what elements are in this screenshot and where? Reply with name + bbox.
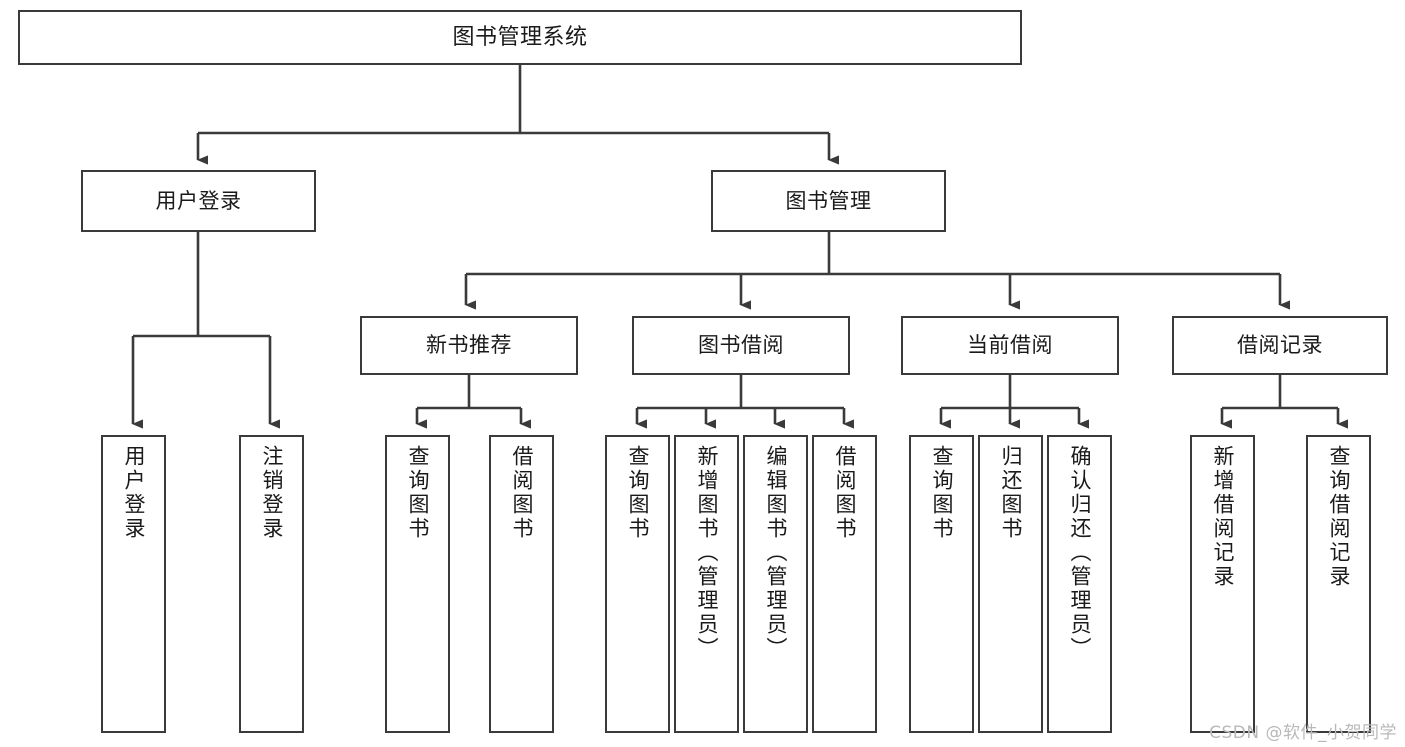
leaf-logout-login[interactable]: 注销登录 bbox=[239, 435, 304, 733]
node-label: 新增图书（管理员） bbox=[695, 445, 719, 661]
node-label: 查询图书 bbox=[626, 445, 650, 541]
node-label: 归还图书 bbox=[999, 445, 1023, 541]
node-label: 借阅图书 bbox=[510, 445, 534, 541]
node-label: 确认归还（管理员） bbox=[1068, 445, 1092, 661]
node-borrow-record[interactable]: 借阅记录 bbox=[1172, 316, 1388, 375]
node-root-system[interactable]: 图书管理系统 bbox=[18, 10, 1022, 65]
node-label: 新增借阅记录 bbox=[1211, 445, 1235, 589]
leaf-add-book[interactable]: 新增图书（管理员） bbox=[674, 435, 739, 733]
node-label: 借阅图书 bbox=[833, 445, 857, 541]
node-label: 查询图书 bbox=[406, 445, 430, 541]
leaf-borrow-book-2[interactable]: 借阅图书 bbox=[812, 435, 877, 733]
node-label: 新书推荐 bbox=[426, 333, 512, 358]
csdn-watermark: CSDN @软件_小贺同学 bbox=[1209, 723, 1397, 743]
node-user-login[interactable]: 用户登录 bbox=[81, 170, 316, 232]
node-label: 借阅记录 bbox=[1237, 333, 1323, 358]
leaf-return-book[interactable]: 归还图书 bbox=[978, 435, 1043, 733]
leaf-add-record[interactable]: 新增借阅记录 bbox=[1190, 435, 1255, 733]
node-book-management[interactable]: 图书管理 bbox=[711, 170, 946, 232]
leaf-query-book-2[interactable]: 查询图书 bbox=[605, 435, 670, 733]
leaf-user-login[interactable]: 用户登录 bbox=[101, 435, 166, 733]
node-new-book-recommend[interactable]: 新书推荐 bbox=[360, 316, 578, 375]
leaf-query-book-3[interactable]: 查询图书 bbox=[909, 435, 974, 733]
node-label: 编辑图书（管理员） bbox=[764, 445, 788, 661]
leaf-borrow-book-1[interactable]: 借阅图书 bbox=[489, 435, 554, 733]
leaf-edit-book[interactable]: 编辑图书（管理员） bbox=[743, 435, 808, 733]
node-label: 图书管理 bbox=[785, 188, 872, 213]
node-book-borrow[interactable]: 图书借阅 bbox=[632, 316, 850, 375]
node-label: 图书管理系统 bbox=[452, 24, 588, 50]
leaf-query-book-1[interactable]: 查询图书 bbox=[385, 435, 450, 733]
node-label: 查询图书 bbox=[930, 445, 954, 541]
node-current-borrow[interactable]: 当前借阅 bbox=[901, 316, 1119, 375]
node-label: 注销登录 bbox=[260, 445, 284, 541]
node-label: 图书借阅 bbox=[698, 333, 784, 358]
leaf-confirm-return[interactable]: 确认归还（管理员） bbox=[1047, 435, 1112, 733]
node-label: 用户登录 bbox=[122, 445, 146, 541]
node-label: 当前借阅 bbox=[967, 333, 1053, 358]
node-label: 用户登录 bbox=[155, 188, 242, 213]
node-label: 查询借阅记录 bbox=[1327, 445, 1351, 589]
leaf-query-record[interactable]: 查询借阅记录 bbox=[1306, 435, 1371, 733]
